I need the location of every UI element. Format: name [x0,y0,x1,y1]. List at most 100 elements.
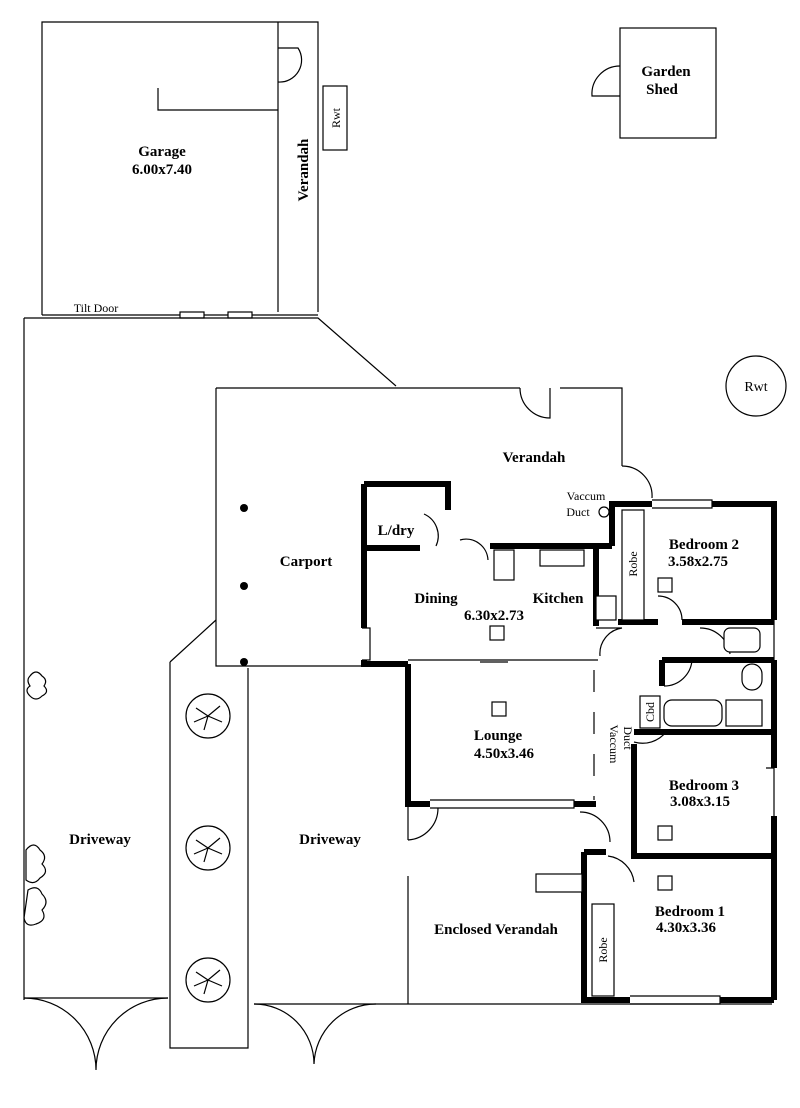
dining-lounge-divider [408,659,598,663]
tilt-door-label: Tilt Door [74,301,119,315]
laundry-walls [361,481,451,548]
tree-icon [185,825,231,871]
bedroom1-door [607,855,635,883]
wc-icon [723,627,761,653]
garden-shed: Garden Shed [591,27,717,139]
garage-outline [41,21,319,315]
dining-bottom-left [361,660,408,667]
basin-icon [741,663,763,691]
robe-bed1 [591,903,615,997]
vent-icon [657,825,673,841]
garden-shed-line1: Garden [641,64,691,80]
lounge-window [430,799,575,809]
kitchen-bench [493,549,515,581]
laundry-door [423,513,439,547]
bedroom3-door [633,731,667,744]
shrubs [23,671,48,926]
bedroom2-outer [609,501,777,620]
robe-bed2 [621,509,645,621]
enclosed-verandah-bench [535,873,583,893]
vaccum-duct-hall-1: Vaccum [607,725,621,764]
bedroom2-window [652,499,713,509]
left-gates [23,997,169,1071]
tilt-door-post [227,311,253,319]
rwt-garage-label: Rwt [329,107,343,128]
vent-icon [657,875,673,891]
dining-size: 6.30x2.73 [464,608,524,624]
rwt-tank: Rwt [725,355,787,417]
rwt-garage-tank [322,85,348,151]
robe-bed2-label: Robe [626,551,640,576]
bedroom1-window [630,995,721,1005]
tree-icon [185,957,231,1003]
verandah-top-label: Verandah [296,138,312,201]
garden-shed-outline [619,27,717,139]
bedroom2-name: Bedroom 2 [669,537,739,553]
right-gates [253,1003,377,1065]
vaccum-duct-hall-2: Duct [621,726,635,750]
verandah-main-label: Verandah [503,450,566,466]
enclosed-verandah-door [407,807,439,841]
shrub [25,844,47,884]
bedroom1-size: 4.30x3.36 [656,920,717,936]
ldry-label: L/dry [378,523,415,539]
garage-name: Garage [138,144,186,160]
bedroom1-name: Bedroom 1 [655,904,725,920]
carport-outline [215,388,362,667]
cbd-label: Cbd [643,702,657,722]
driveway-left-label: Driveway [69,832,131,848]
dining-door [459,538,489,561]
verandah-corner-arc [621,465,653,499]
garage: Rwt Verandah Garage 6.00x7.40 Tilt Door [41,21,348,319]
verandah-outline [216,387,623,466]
kitchen-stove [595,595,617,621]
carport-post [240,504,248,512]
shrub [26,671,48,700]
vent-icon [657,577,673,593]
driveway: Driveway Driveway [23,317,772,1071]
vent-icon [489,625,505,641]
carport: Carport Verandah Vaccum Duct [215,387,653,667]
kitchen-sink [539,549,585,567]
bath-icon [663,699,723,727]
cbd-box [639,695,661,729]
shower-icon [725,699,763,727]
vent-markers [489,577,673,891]
rwt-tank-label: Rwt [744,380,767,395]
tree-icon [185,693,231,739]
garage-inner-wall [157,88,278,111]
bedroom1-bottom [581,852,774,1003]
verandah-door [519,387,551,419]
garden-shed-door [591,65,621,97]
lounge-size: 4.50x3.46 [474,746,535,762]
vent-icon [491,701,507,717]
driveway-right-label: Driveway [299,832,361,848]
vaccum-duct-top-icon [598,506,610,518]
dining-window [362,627,371,661]
gate-lines [24,997,376,1005]
kitchen-door [596,627,623,657]
trees [185,693,231,1003]
vaccum-duct-top-1: Vaccum [567,489,606,503]
house-walls: Robe Cbd Robe [361,481,777,1005]
median-diagonal [169,619,217,663]
carport-post [240,582,248,590]
kitchen-label: Kitchen [533,591,584,607]
robe-bed1-label: Robe [596,937,610,962]
bedroom3-walls [631,744,774,859]
lounge-name: Lounge [474,728,523,744]
bedroom3-size: 3.08x3.15 [670,794,730,810]
dining-label: Dining [414,591,458,607]
carport-label: Carport [280,554,333,570]
shrub [23,887,47,926]
garage-size: 6.00x7.40 [132,162,192,178]
wc-bath-wall [659,657,774,686]
enclosed-verandah-label: Enclosed Verandah [434,922,558,938]
bath-door [663,659,693,687]
vaccum-duct-top-2: Duct [566,505,590,519]
carport-post [240,658,248,666]
hall-door [579,811,611,843]
median-strip [169,662,249,1049]
bedroom2-size: 3.58x2.75 [668,554,728,570]
tilt-door-post [179,311,205,319]
